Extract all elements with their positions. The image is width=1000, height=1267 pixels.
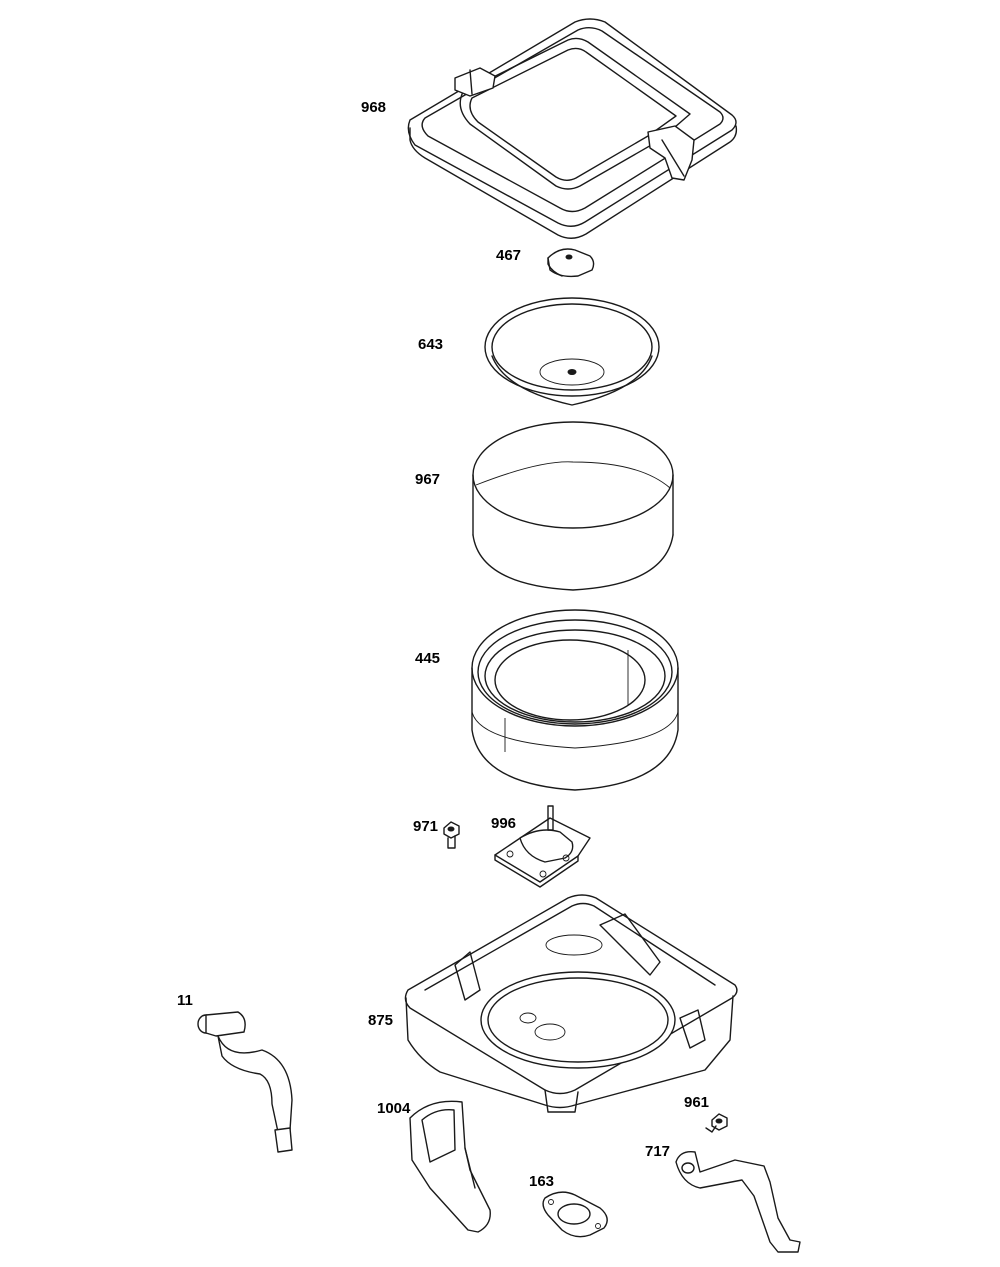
part-643-inner-cover (484, 297, 660, 406)
label-467: 467 (496, 247, 522, 264)
part-445-filter (471, 609, 679, 791)
part-996-plate (494, 805, 591, 888)
label-643: 643 (418, 336, 444, 353)
part-163-gasket (542, 1191, 608, 1238)
label-11: 11 (177, 992, 193, 1009)
label-445: 445 (415, 650, 441, 667)
label-968: 968 (361, 99, 387, 116)
label-961: 961 (684, 1094, 710, 1111)
label-717: 717 (645, 1143, 671, 1160)
label-996: 996 (491, 815, 517, 832)
part-875-base (404, 894, 738, 1113)
part-967-precleaner (472, 421, 674, 591)
part-467-knob (547, 248, 595, 278)
label-971: 971 (413, 818, 439, 835)
part-971-screw (443, 821, 460, 849)
part-968-cover (407, 18, 738, 239)
part-961-screw (705, 1113, 728, 1133)
part-11-hose (197, 1011, 293, 1153)
part-1004-duct (409, 1100, 491, 1233)
label-163: 163 (529, 1173, 555, 1190)
label-967: 967 (415, 471, 441, 488)
label-1004: 1004 (377, 1100, 411, 1117)
part-717-bracket (675, 1151, 801, 1253)
label-875: 875 (368, 1012, 394, 1029)
